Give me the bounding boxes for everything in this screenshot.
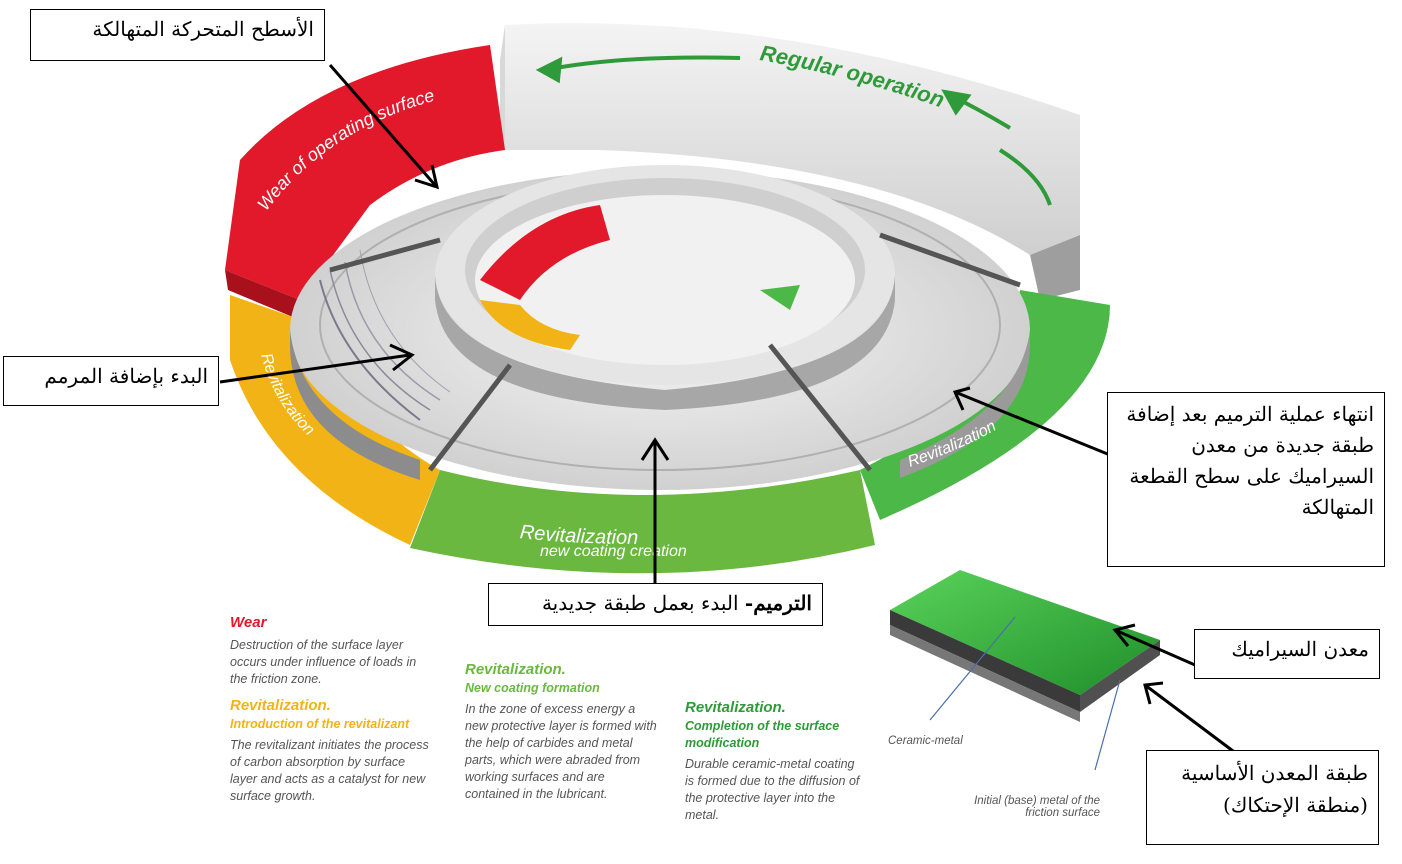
- legend-new-sub: New coating formation: [465, 681, 600, 696]
- regular-operation-segment: [500, 23, 1080, 300]
- restoration-bold: الترميم-: [744, 591, 812, 615]
- legend-wear-text: Destruction of the surface layer occurs …: [230, 638, 417, 686]
- callout-arrows: [219, 64, 1246, 762]
- base-metal-label: Initial (base) metal of the friction sur…: [974, 795, 1100, 819]
- callout-restoration: الترميم- البدء بعمل طبقة جديدية: [488, 583, 823, 626]
- ceramic-metal-label: Ceramic-metal: [888, 735, 963, 747]
- revitalization-new-segment: [410, 470, 875, 574]
- legend-completion: Revitalization. Completion of the surfac…: [685, 698, 860, 832]
- slab-pointers: [929, 616, 1121, 771]
- wear-segment: [225, 45, 505, 320]
- legend-new-text: In the zone of excess energy a new prote…: [465, 702, 657, 801]
- legend-intro-title: Revitalization.: [230, 696, 331, 714]
- callout-end-process: انتهاء عملية الترميم بعد إضافة طبقة جديد…: [1107, 392, 1385, 567]
- legend-comp-title: Revitalization.: [685, 699, 786, 716]
- callout-ceramic-metal: معدن السيراميك: [1194, 629, 1380, 679]
- legend-wear-title: Wear: [230, 614, 267, 631]
- legend-new-title: Revitalization.: [465, 661, 566, 678]
- restoration-text: البدء بعمل طبقة جديدية: [541, 591, 745, 615]
- segment-dividers: [329, 232, 1021, 472]
- legend-comp-text: Durable ceramic-metal coating is formed …: [685, 757, 860, 822]
- callout-start-adding: البدء بإضافة المرمم: [3, 356, 219, 406]
- callout-base-metal: طبقة المعدن الأساسية (منطقة الإحتكاك): [1146, 750, 1379, 845]
- new-coating-sub-label: new coating creation: [540, 543, 687, 560]
- legend-wear-intro: Wear Destruction of the surface layer oc…: [230, 613, 430, 813]
- callout-worn-surfaces: الأسطح المتحركة المتهالكة: [30, 9, 325, 61]
- legend-comp-sub: Completion of the surface modification: [685, 719, 840, 751]
- regular-operation-arrows: [535, 55, 1052, 206]
- legend-new-coating: Revitalization. New coating formation In…: [465, 660, 660, 810]
- legend-intro-text: The revitalizant initiates the process o…: [230, 738, 429, 803]
- ceramic-metal-slab: [890, 570, 1160, 722]
- legend-intro-sub: Introduction of the revitalizant: [230, 717, 410, 732]
- inner-ring: [435, 165, 895, 410]
